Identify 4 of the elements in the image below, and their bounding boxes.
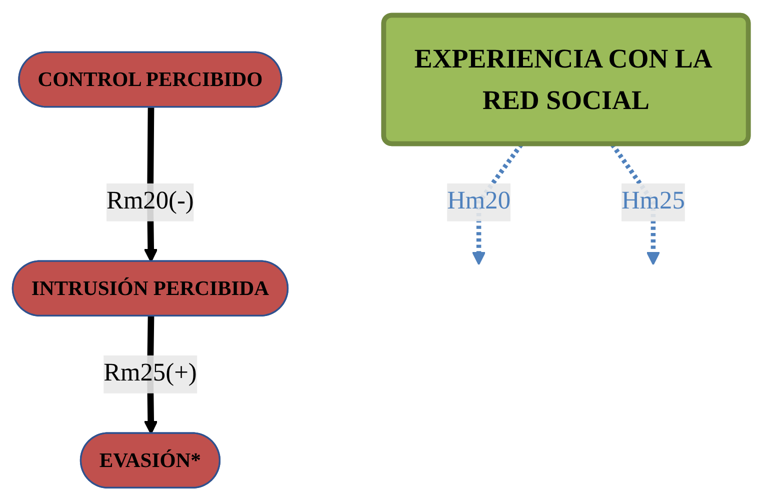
edge-label: Rm20(-) [106, 188, 194, 216]
edge-label: Hm25 [621, 188, 685, 216]
edge-label: Rm25(+) [104, 360, 197, 388]
edge-label: Hm20 [447, 188, 511, 216]
